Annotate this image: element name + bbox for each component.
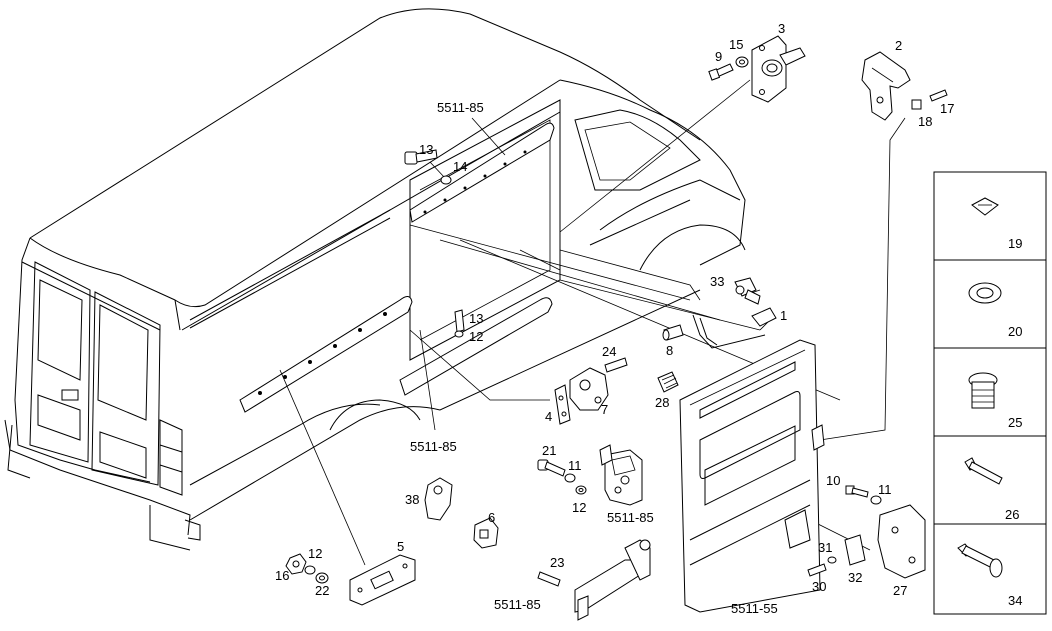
callout-17: 17 bbox=[940, 101, 954, 116]
callout-21: 21 bbox=[542, 443, 556, 458]
callout-28: 28 bbox=[655, 395, 669, 410]
group-ref-bottom: 5511-85 bbox=[494, 597, 541, 612]
part-13-upper-bolt bbox=[404, 149, 438, 165]
callout-labels: 4 2 3 1 5 6 7 8 9 10 11 11 12 12 12 13 1… bbox=[275, 21, 1022, 616]
lower-rail bbox=[239, 296, 553, 413]
lock-mechanism bbox=[599, 444, 643, 506]
group-ref-mid: 5511-85 bbox=[410, 439, 457, 454]
callout-7: 7 bbox=[601, 402, 608, 417]
callout-2: 2 bbox=[895, 38, 902, 53]
part-38-latch bbox=[424, 477, 453, 521]
part-4-plate bbox=[554, 384, 571, 425]
callout-30: 30 bbox=[812, 579, 826, 594]
callout-6: 6 bbox=[488, 510, 495, 525]
callout-12-mid: 12 bbox=[469, 329, 483, 344]
part-23-screw bbox=[537, 571, 561, 587]
part-27-bracket bbox=[877, 504, 926, 579]
part-24-screw bbox=[604, 357, 628, 373]
flange-bolt-icon bbox=[957, 543, 1003, 578]
part-11-washer bbox=[564, 473, 576, 483]
part-21-bolt bbox=[537, 459, 566, 477]
callout-4: 4 bbox=[545, 409, 552, 424]
part-9-screw bbox=[708, 63, 734, 81]
part-2-hinge-bracket bbox=[861, 51, 911, 121]
callout-32: 32 bbox=[848, 570, 862, 585]
callout-16: 16 bbox=[275, 568, 289, 583]
part-6-actuator bbox=[473, 517, 499, 549]
group-ref-lock: 5511-85 bbox=[607, 510, 654, 525]
plug-icon bbox=[968, 372, 998, 409]
callout-24: 24 bbox=[602, 344, 616, 359]
sliding-door-panel bbox=[679, 339, 825, 613]
callout-9: 9 bbox=[715, 49, 722, 64]
part-8-fitting bbox=[662, 324, 684, 341]
callout-10: 10 bbox=[826, 473, 840, 488]
part-32-stop bbox=[844, 534, 866, 566]
part-12-washer-low bbox=[304, 565, 316, 575]
callout-22: 22 bbox=[315, 583, 329, 598]
part-14-washer bbox=[440, 175, 452, 185]
callout-13-mid: 13 bbox=[469, 311, 483, 326]
part-28-plug bbox=[657, 371, 679, 393]
part-15-washer bbox=[735, 56, 749, 68]
callout-1: 1 bbox=[780, 308, 787, 323]
callout-12-lock: 12 bbox=[572, 500, 586, 515]
upper-rail bbox=[409, 122, 555, 223]
part-31-washer bbox=[827, 556, 837, 564]
callout-5: 5 bbox=[397, 539, 404, 554]
callout-33: 33 bbox=[710, 274, 724, 289]
callout-8: 8 bbox=[666, 343, 673, 358]
callout-11-lock: 11 bbox=[568, 458, 582, 473]
group-ref-top: 5511-85 bbox=[437, 100, 484, 115]
callout-27: 27 bbox=[893, 583, 907, 598]
legend-panel bbox=[933, 171, 1047, 615]
bolt-icon bbox=[964, 457, 1003, 485]
part-18-nut bbox=[911, 99, 922, 110]
legend-label-25: 25 bbox=[1008, 415, 1022, 430]
clip-icon bbox=[971, 197, 999, 216]
legend-label-26: 26 bbox=[1005, 507, 1019, 522]
part-1-clip bbox=[751, 307, 777, 327]
callout-14: 14 bbox=[453, 159, 467, 174]
callout-12-low: 12 bbox=[308, 546, 322, 561]
part-7-striker bbox=[569, 367, 609, 411]
part-3-bracket bbox=[751, 35, 806, 103]
part-10-bolt bbox=[845, 485, 869, 498]
part-33-elbow bbox=[734, 277, 761, 305]
part-22-washer bbox=[315, 572, 329, 584]
part-5-plate bbox=[349, 554, 416, 606]
callout-15: 15 bbox=[729, 37, 743, 52]
lower-hinge bbox=[574, 539, 651, 621]
callout-3: 3 bbox=[778, 21, 785, 36]
van-body bbox=[4, 8, 761, 551]
callout-13-upper: 13 bbox=[419, 142, 433, 157]
part-12-washer bbox=[575, 485, 587, 495]
part-30-screw bbox=[807, 563, 827, 577]
legend-label-20: 20 bbox=[1008, 324, 1022, 339]
part-13-mid-bolt bbox=[454, 309, 465, 338]
callout-18: 18 bbox=[918, 114, 932, 129]
callout-38: 38 bbox=[405, 492, 419, 507]
callout-31: 31 bbox=[818, 540, 832, 555]
legend-label-19: 19 bbox=[1008, 236, 1022, 251]
part-16-nut bbox=[285, 553, 307, 575]
legend-label-34: 34 bbox=[1008, 593, 1022, 608]
callout-11-right: 11 bbox=[878, 482, 892, 497]
part-17-screw bbox=[929, 89, 948, 102]
washer-icon bbox=[968, 282, 1002, 304]
group-ref-door: 5511-55 bbox=[731, 601, 778, 616]
rod bbox=[692, 314, 766, 349]
part-11-washer-right bbox=[870, 495, 882, 505]
callout-23: 23 bbox=[550, 555, 564, 570]
